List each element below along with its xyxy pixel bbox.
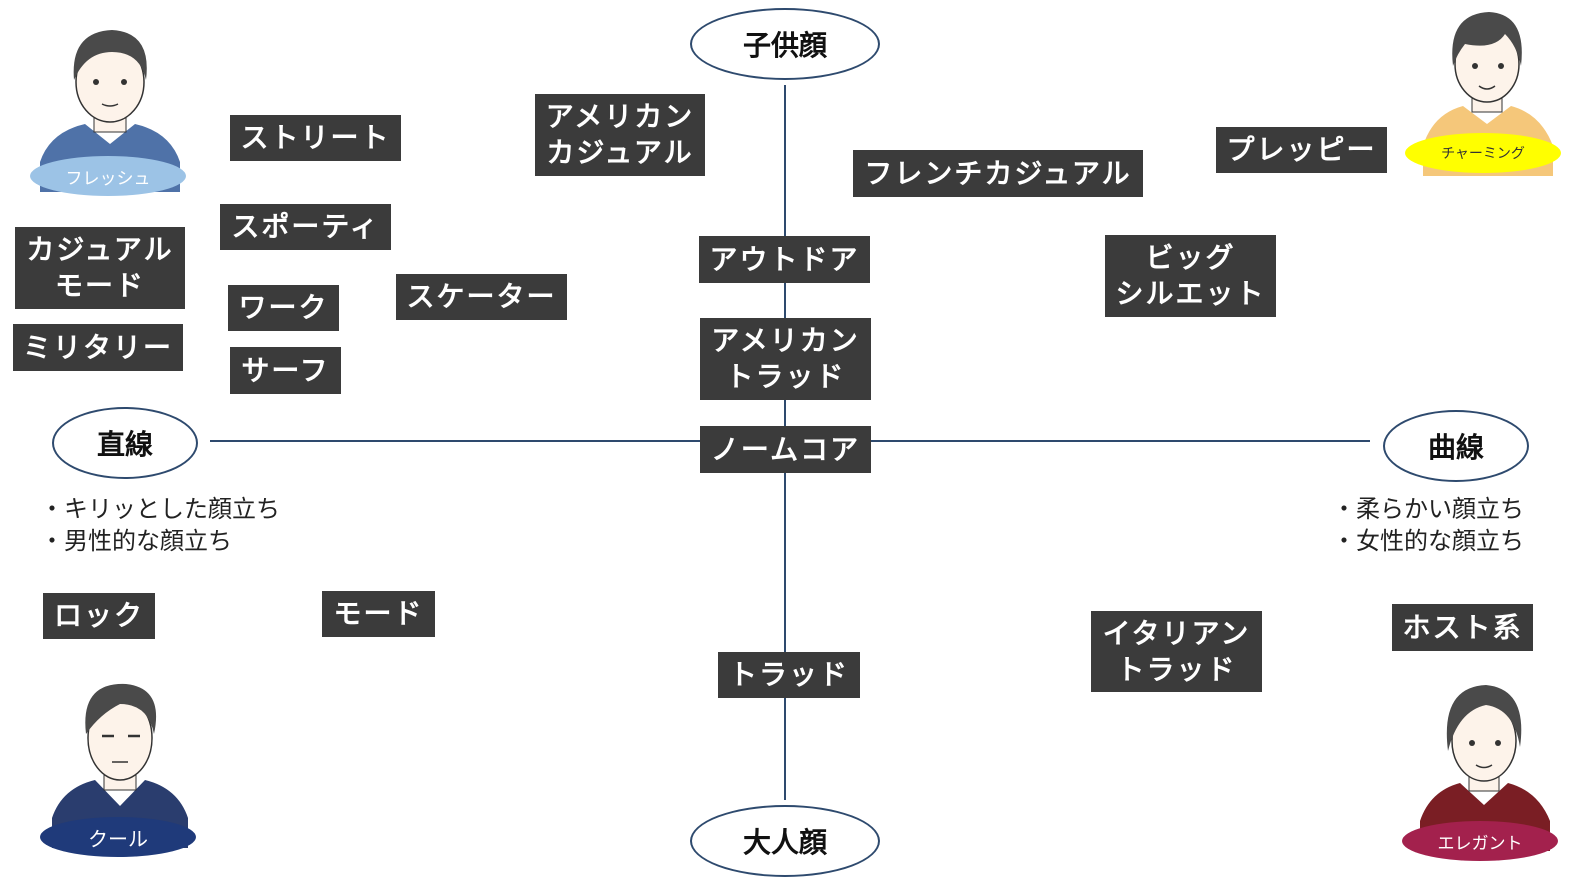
hair <box>85 683 157 734</box>
axis-label-right: 曲線 <box>1383 410 1529 482</box>
style-tag: ロック <box>43 593 155 639</box>
style-tag: ホスト系 <box>1392 604 1533 651</box>
persona-badge-fresh: フレッシュ <box>30 156 186 196</box>
eye <box>1472 63 1478 69</box>
hair <box>1446 685 1522 751</box>
style-tag: ストリート <box>230 115 401 161</box>
mouth <box>1478 85 1496 90</box>
mouth <box>1475 764 1493 769</box>
style-tag: ビッグ シルエット <box>1105 235 1276 317</box>
persona-badge-elegant: エレガント <box>1402 821 1558 861</box>
note-line: ・柔らかい顔立ち <box>1332 495 1524 523</box>
eye <box>93 79 99 85</box>
axis-label-top: 子供顔 <box>690 8 880 80</box>
style-tag: トラッド <box>718 652 860 698</box>
persona-charming: チャーミング <box>1405 6 1575 196</box>
style-tag: スケーター <box>396 274 567 320</box>
persona-badge-charming: チャーミング <box>1405 133 1561 173</box>
style-tag: スポーティ <box>220 204 391 250</box>
left-notes: ・キリッとした顔立ち ・男性的な顔立ち <box>40 493 280 557</box>
persona-cool: クール <box>40 678 210 868</box>
note-line: ・キリッとした顔立ち <box>40 495 280 523</box>
hair <box>1452 12 1522 66</box>
style-tag: ノームコア <box>700 426 871 473</box>
style-tag: フレンチカジュアル <box>853 150 1143 197</box>
axis-label-left: 直線 <box>52 407 198 479</box>
note-line: ・男性的な顔立ち <box>40 527 232 555</box>
style-tag: アメリカン トラッド <box>700 318 871 400</box>
hair <box>73 30 147 80</box>
eye <box>121 79 127 85</box>
persona-fresh: フレッシュ <box>30 22 200 212</box>
style-tag: アウトドア <box>699 236 870 283</box>
eye <box>1469 740 1475 746</box>
style-tag: ワーク <box>228 285 339 331</box>
style-tag: ミリタリー <box>13 324 183 371</box>
style-tag: イタリアン トラッド <box>1091 611 1262 692</box>
mouth <box>101 103 119 107</box>
persona-badge-cool: クール <box>40 817 196 857</box>
eye <box>1498 63 1504 69</box>
style-tag: プレッピー <box>1216 127 1387 173</box>
style-tag: モード <box>322 591 435 637</box>
eye <box>1495 740 1501 746</box>
style-tag: アメリカン カジュアル <box>535 94 705 176</box>
right-notes: ・柔らかい顔立ち ・女性的な顔立ち <box>1332 493 1524 557</box>
persona-elegant: エレガント <box>1402 681 1572 871</box>
note-line: ・女性的な顔立ち <box>1332 527 1524 555</box>
style-tag: サーフ <box>230 347 341 394</box>
style-tag: カジュアル モード <box>15 227 185 309</box>
axis-label-bottom: 大人顔 <box>690 805 880 877</box>
